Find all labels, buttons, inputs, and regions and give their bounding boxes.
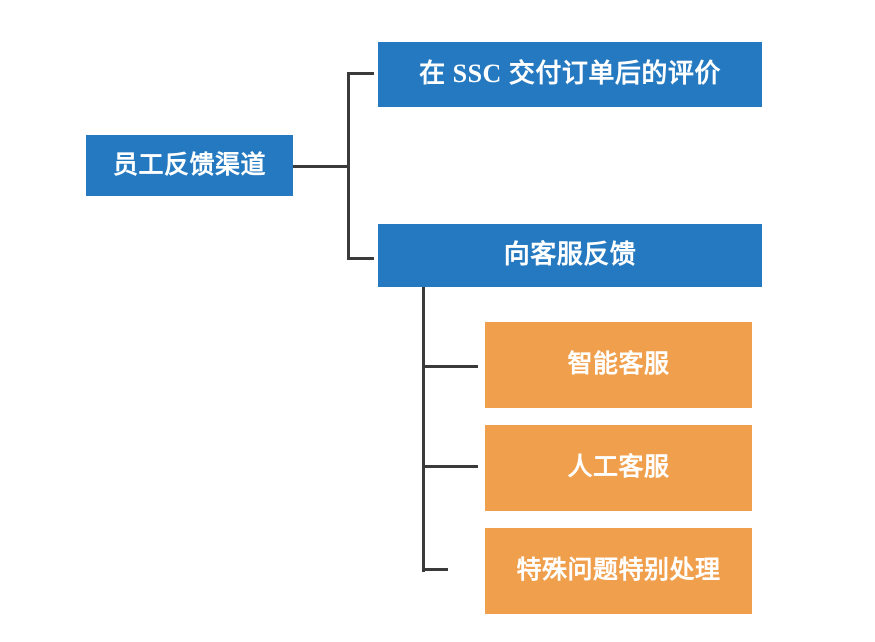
connector-branch-special-handling [422, 568, 448, 571]
connector-branch-smart-service [422, 365, 478, 368]
connector-branch-human-service [422, 465, 478, 468]
node-employee-feedback-channel[interactable]: 员工反馈渠道 [86, 135, 293, 196]
connector-branch-service-feedback [347, 257, 374, 260]
connector-trunk-level2 [347, 72, 350, 260]
connector-root-stem [293, 165, 349, 168]
node-ssc-delivery-evaluation[interactable]: 在 SSC 交付订单后的评价 [378, 42, 762, 107]
node-special-issue-handling[interactable]: 特殊问题特别处理 [485, 528, 752, 614]
connector-trunk-level3 [422, 287, 425, 572]
node-customer-service-feedback[interactable]: 向客服反馈 [378, 224, 762, 287]
node-smart-customer-service[interactable]: 智能客服 [485, 322, 752, 408]
node-human-customer-service[interactable]: 人工客服 [485, 425, 752, 511]
connector-branch-ssc-eval [347, 72, 374, 75]
